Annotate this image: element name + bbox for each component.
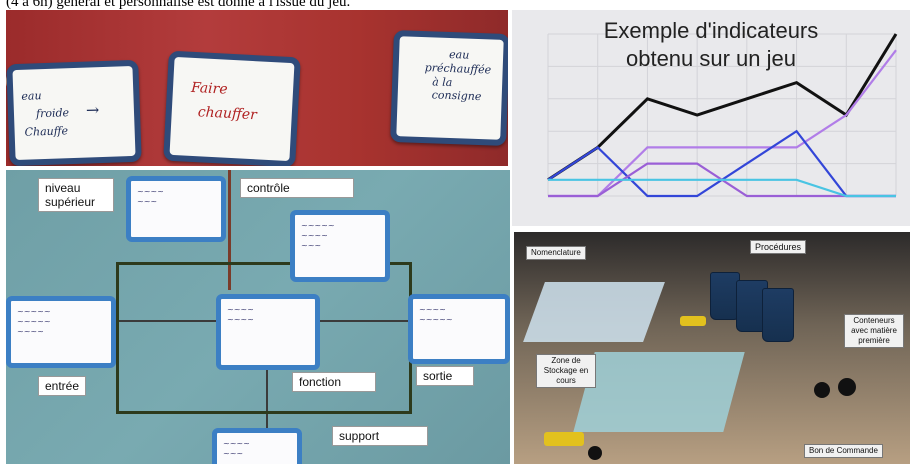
- label-conteneurs: Conteneurs avec matière première: [844, 314, 904, 348]
- wheel: [814, 382, 830, 398]
- board2-line1: Faire: [190, 79, 228, 98]
- whiteboards-photo: eau froide Chauffe → Faire chauffer eau …: [6, 10, 508, 166]
- card-control: ~~~~~~~~~~~~: [290, 210, 390, 282]
- series-line-2: [548, 49, 897, 198]
- wheel: [838, 378, 856, 396]
- card-output: ~~~~~~~~~: [408, 294, 510, 364]
- card-support: ~~~~~~~: [212, 428, 302, 464]
- label-sortie: sortie: [416, 366, 474, 386]
- board1-line2: froide: [35, 106, 70, 121]
- series-line-1: [547, 33, 898, 182]
- whiteboard-2: Faire chauffer: [163, 50, 301, 166]
- label-fonction: fonction: [292, 372, 376, 392]
- function-diagram-photo: ~~~~~~~ ~~~~~~~~~~~~ ~~~~~~~~ ~~~~~~~~~~…: [6, 170, 510, 464]
- caption-text: (4 à 6h) général et personnalisé est don…: [6, 0, 351, 10]
- card-top: ~~~~~~~: [126, 176, 226, 242]
- indicator-chart: Exemple d'indicateurs obtenu sur un jeu: [512, 10, 910, 226]
- nomenclature-sheet: [523, 282, 665, 342]
- label-support: support: [332, 426, 428, 446]
- control-wire: [228, 170, 231, 290]
- whiteboard-1: eau froide Chauffe →: [6, 59, 142, 166]
- label-controle: contrôle: [240, 178, 354, 198]
- board3-line3: à la consigne: [431, 75, 482, 104]
- support-wire: [266, 366, 268, 464]
- output-wire: [318, 320, 414, 322]
- label-zone-stockage: Zone de Stockage en cours: [536, 354, 596, 388]
- lego-car: [544, 432, 584, 446]
- container-bin-3: [762, 288, 794, 342]
- lego-part: [680, 316, 706, 326]
- whiteboard-3: eau préchauffée à la consigne: [390, 30, 508, 146]
- arrow-glyph: →: [85, 100, 100, 120]
- series-line-5: [548, 178, 896, 198]
- card-input: ~~~~~~~~~~~~~~: [6, 296, 116, 368]
- board3-line2: préchauffée: [424, 61, 492, 77]
- wheel: [588, 446, 602, 460]
- label-niveau-superieur: niveau supérieur: [38, 178, 114, 212]
- input-wire: [116, 320, 216, 322]
- storage-sheet: [573, 352, 745, 432]
- chart-plot: [547, 33, 898, 198]
- board1-line3: Chauffe: [24, 124, 69, 139]
- board1-line1: eau: [21, 89, 42, 103]
- label-procedures: Procédures: [750, 240, 807, 254]
- board2-line2: chauffer: [197, 104, 258, 124]
- board3-line1: eau: [448, 47, 470, 62]
- label-bon-commande: Bon de Commande: [804, 444, 883, 458]
- label-nomenclature: Nomenclature: [526, 246, 586, 260]
- factory-photo: Nomenclature Procédures Conteneurs avec …: [514, 232, 910, 464]
- chart-title-line1: Exemple d'indicateurs: [603, 18, 819, 43]
- card-function: ~~~~~~~~: [216, 294, 320, 370]
- label-entree: entrée: [38, 376, 87, 396]
- chart-title-line2: obtenu sur un jeu: [625, 46, 797, 71]
